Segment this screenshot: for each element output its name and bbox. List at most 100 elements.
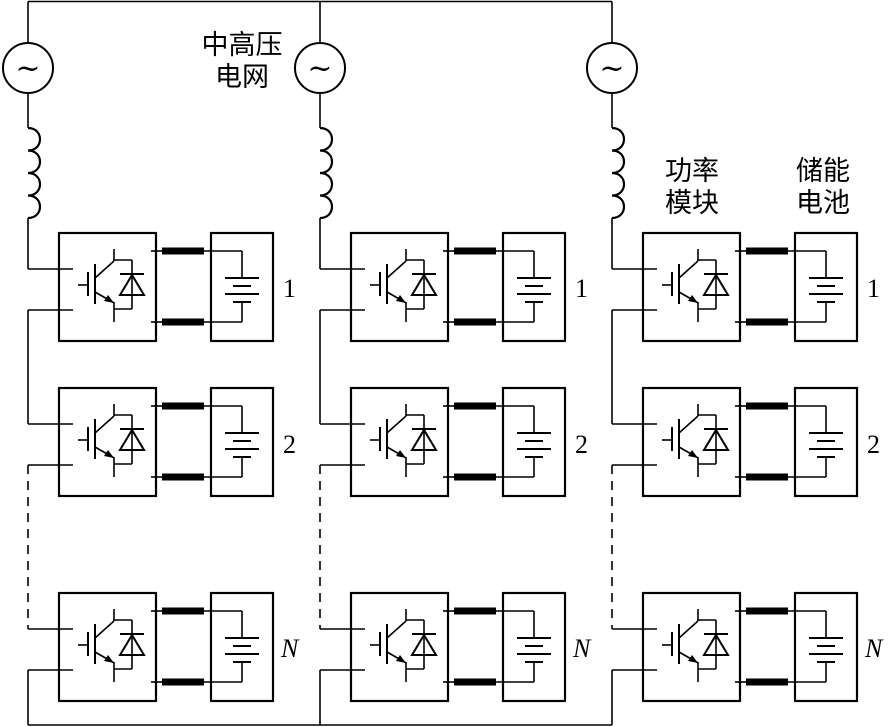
battery-icon [225,277,259,303]
inductor-icon [319,126,334,220]
power-module-box [57,591,158,703]
igbt-icon [370,249,438,322]
dc-link-bar-lower [746,473,788,481]
diode-icon [410,633,438,656]
module-index-label: N [865,634,883,663]
dc-link-bar-upper [746,247,788,255]
power-module-box [641,386,742,498]
power-module-box [349,231,450,343]
igbt-collector [386,620,407,639]
module-index-label: 2 [867,430,880,459]
dc-link-bar-upper [162,247,204,255]
dc-link-bar-lower [746,318,788,326]
battery-box [501,591,567,703]
power-module-box [349,591,450,703]
inductor-icon [27,126,42,220]
igbt-collector [678,620,699,639]
dc-link-bar-lower [162,678,204,686]
module-index-label: N [281,634,299,663]
dc-link-bar-upper [162,402,204,410]
diode-icon [410,273,438,296]
phase-column-3: ~ [586,1,859,725]
module-index-label: 1 [283,274,296,303]
module-index-label: 1 [575,274,588,303]
battery-icon [517,432,551,458]
igbt-collector [94,260,115,279]
igbt-collector [94,620,115,639]
power-module-row-2 [27,386,275,629]
power-module-box [57,386,158,498]
module-index-label: 2 [575,430,588,459]
igbt-icon [662,249,730,322]
igbt-icon [78,249,146,322]
igbt-collector [678,260,699,279]
diode-icon [702,428,730,451]
module-index-label: N [573,634,591,663]
power-module-row-3 [611,591,859,725]
battery-box [209,386,275,498]
dc-link-bar-lower [746,678,788,686]
battery-icon [517,277,551,303]
igbt-collector [94,415,115,434]
dc-link-bar-upper [746,402,788,410]
battery-box [209,591,275,703]
igbt-icon [370,404,438,477]
igbt-icon [78,609,146,682]
battery-box [209,231,275,343]
power-module-box [641,231,742,343]
inductor-icon [611,126,626,220]
module-index-label: 2 [283,430,296,459]
diode-icon [410,428,438,451]
igbt-icon [78,404,146,477]
power-module-label: 功率 模块 [660,156,724,220]
dc-link-bar-upper [454,402,496,410]
ac-source-tilde: ~ [307,51,332,86]
battery-label-line1: 储能 [796,156,850,187]
dc-link-bar-upper [454,607,496,615]
grid-label-line2: 电网 [215,62,269,93]
power-module-box [641,591,742,703]
diode-icon [118,633,146,656]
battery-box [793,591,859,703]
dc-link-bar-lower [454,318,496,326]
battery-label-line2: 电池 [796,188,850,219]
power-module-box [57,231,158,343]
dc-link-bar-lower [454,678,496,686]
igbt-icon [662,404,730,477]
power-module-label-line2: 模块 [665,188,719,219]
igbt-icon [662,609,730,682]
power-module-row-2 [319,386,567,629]
battery-box [793,231,859,343]
battery-box [501,231,567,343]
battery-icon [225,637,259,663]
dc-link-bar-lower [454,473,496,481]
module-index-label: 1 [867,274,880,303]
igbt-icon [370,609,438,682]
dc-link-bar-upper [454,247,496,255]
battery-box [793,386,859,498]
battery-label: 储能 电池 [791,156,855,220]
diode-icon [118,273,146,296]
diode-icon [118,428,146,451]
diode-icon [702,633,730,656]
battery-icon [517,637,551,663]
dc-link-bar-upper [746,607,788,615]
grid-label: 中高压 电网 [196,30,288,94]
dc-link-bar-lower [162,473,204,481]
phase-column-2: ~ [294,1,567,725]
grid-label-line1: 中高压 [201,30,283,61]
battery-icon [809,277,843,303]
power-module-row-3 [319,591,567,725]
dc-link-bar-lower [162,318,204,326]
igbt-collector [386,260,407,279]
battery-icon [225,432,259,458]
power-module-label-line1: 功率 [665,156,719,187]
power-module-row-1 [611,231,859,424]
battery-icon [809,637,843,663]
igbt-collector [386,415,407,434]
diode-icon [702,273,730,296]
phase-column-1: ~ [2,1,275,725]
power-module-row-1 [319,231,567,424]
battery-box [501,386,567,498]
power-module-row-3 [27,591,275,725]
